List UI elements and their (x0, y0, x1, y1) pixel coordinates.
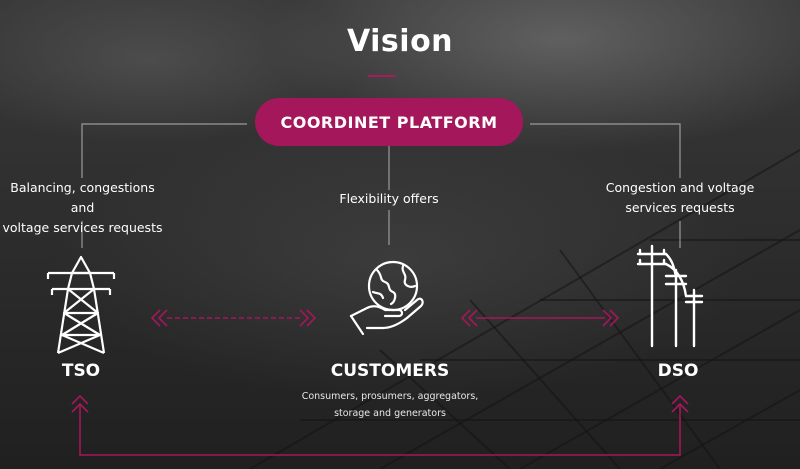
tso-request-line2: voltage services requests (2, 220, 163, 235)
customers-name: CUSTOMERS (330, 361, 450, 381)
tso-request-line1: Balancing, congestions and (10, 180, 155, 215)
dso-request-label: Congestion and voltage services requests (590, 178, 770, 218)
customers-desc-line2: storage and generators (334, 408, 446, 419)
dso-request-line1: Congestion and voltage (605, 180, 755, 195)
tso-request-label: Balancing, congestions and voltage servi… (0, 178, 165, 238)
customers-desc-line1: Consumers, prosumers, aggregators, (301, 391, 479, 402)
customers-description: Consumers, prosumers, aggregators, stora… (280, 388, 500, 422)
customers-offer-label: Flexibility offers (339, 191, 439, 206)
transmission-tower-icon (46, 255, 116, 355)
page-title: Vision (346, 24, 454, 59)
tso-name: TSO (61, 361, 101, 381)
globe-hand-icon (349, 260, 424, 336)
dso-request-line2: services requests (625, 200, 735, 215)
coordinet-platform-button[interactable]: COORDINET PLATFORM (255, 98, 523, 146)
dso-name: DSO (657, 361, 699, 381)
utility-poles-icon (636, 244, 704, 348)
title-underline (368, 75, 396, 77)
platform-label: COORDINET PLATFORM (280, 112, 498, 132)
